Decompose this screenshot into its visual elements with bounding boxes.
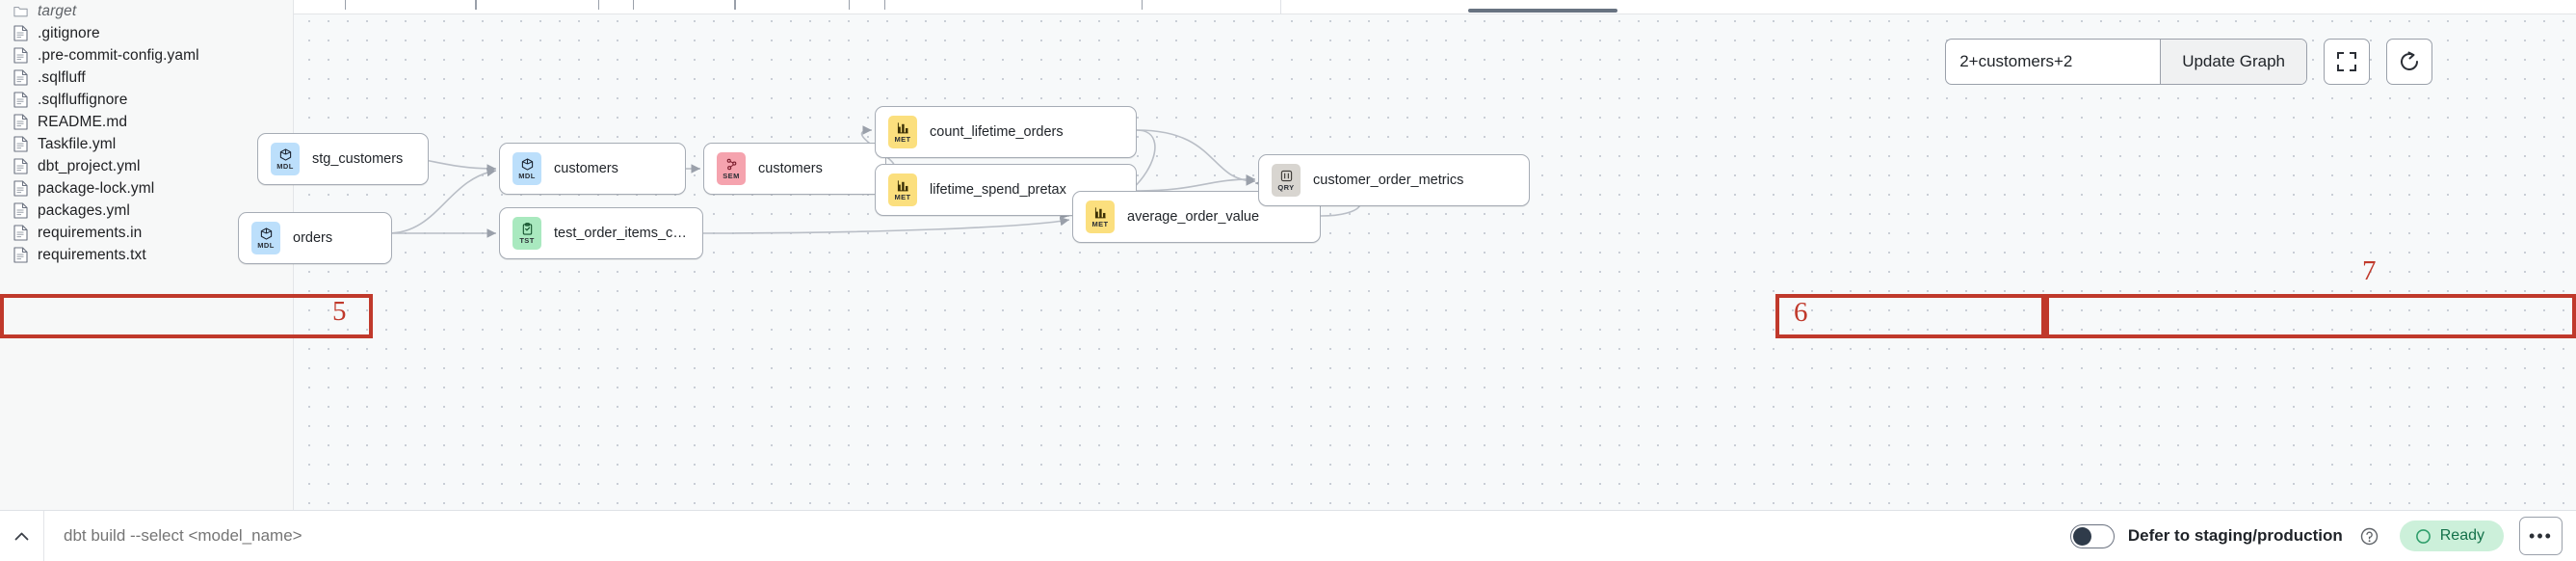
graph-toolbar: Update Graph (1945, 39, 2432, 85)
graph-node-label: lifetime_spend_pretax (930, 182, 1066, 198)
file-name: dbt_project.yml (38, 157, 141, 174)
file-name: .pre-commit-config.yaml (38, 46, 199, 64)
editor-tab[interactable] (884, 0, 1143, 10)
file-row[interactable]: requirements.txt (0, 244, 293, 266)
defer-toggle[interactable] (2069, 523, 2115, 548)
mdl-badge-icon: MDL (513, 152, 541, 185)
file-name: .sqlfluff (38, 68, 86, 86)
file-row[interactable]: requirements.in (0, 222, 293, 244)
command-bar-right: Defer to staging/production Ready ••• (2049, 517, 2576, 555)
met-badge-icon: MET (888, 174, 917, 206)
qry-badge-icon: QRY (1272, 164, 1301, 197)
graph-node-label: test_order_items_compute_to_bools... (554, 226, 690, 241)
file-icon (13, 158, 28, 174)
sem-badge-icon: SEM (717, 152, 746, 185)
file-icon (13, 136, 28, 152)
mdl-badge-icon: MDL (271, 143, 300, 175)
graph-node-label: orders (293, 230, 333, 246)
graph-node[interactable]: SEM customers (703, 143, 886, 195)
file-icon (13, 247, 28, 263)
graph-select-input[interactable] (1946, 40, 2161, 84)
file-icon (13, 114, 28, 130)
help-circle-icon[interactable] (2360, 527, 2379, 546)
file-name: package-lock.yml (38, 179, 155, 197)
graph-node-label: average_order_value (1127, 209, 1260, 225)
file-name: Taskfile.yml (38, 135, 117, 152)
file-name: requirements.txt (38, 246, 146, 263)
editor-tab[interactable] (345, 0, 476, 10)
editor-tab[interactable] (633, 0, 735, 10)
file-icon (13, 25, 28, 41)
file-row[interactable]: .sqlfluff (0, 67, 293, 89)
defer-toggle-group: Defer to staging/production (2049, 523, 2400, 548)
file-icon (13, 92, 28, 108)
status-circle-icon (2415, 528, 2431, 544)
file-row[interactable]: target (0, 0, 293, 22)
fullscreen-button[interactable] (2324, 39, 2370, 85)
defer-toggle-knob (2072, 526, 2091, 546)
graph-node[interactable]: MDL customers (499, 143, 686, 195)
expand-console-button[interactable] (0, 511, 44, 561)
file-name: requirements.in (38, 224, 143, 241)
status-label: Ready (2439, 527, 2484, 544)
graph-node-label: stg_customers (312, 151, 404, 167)
file-row[interactable]: dbt_project.yml (0, 155, 293, 177)
file-row[interactable]: Taskfile.yml (0, 133, 293, 155)
dbt-command-input[interactable] (44, 511, 2049, 561)
file-row[interactable]: .gitignore (0, 22, 293, 44)
file-row[interactable]: package-lock.yml (0, 177, 293, 200)
graph-node[interactable]: QRY customer_order_metrics (1258, 154, 1530, 206)
met-badge-icon: MET (888, 116, 917, 148)
file-icon (13, 47, 28, 64)
file-name: README.md (38, 113, 128, 130)
editor-tab[interactable] (735, 0, 850, 10)
status-badge[interactable]: Ready (2399, 521, 2504, 551)
file-name: .gitignore (38, 24, 100, 41)
file-row[interactable]: .sqlfluffignore (0, 89, 293, 111)
editor-tab[interactable] (476, 0, 599, 10)
file-icon (13, 225, 28, 241)
graph-node[interactable]: MDL orders (238, 212, 392, 264)
file-row[interactable]: packages.yml (0, 200, 293, 222)
update-graph-button[interactable]: Update Graph (2160, 40, 2306, 84)
graph-node[interactable]: TST test_order_items_compute_to_bools... (499, 207, 703, 259)
more-options-button[interactable]: ••• (2519, 517, 2563, 555)
defer-label: Defer to staging/production (2127, 526, 2343, 545)
folder-icon (13, 3, 28, 19)
file-row[interactable]: .pre-commit-config.yaml (0, 44, 293, 67)
graph-select-group: Update Graph (1945, 39, 2307, 85)
chevron-up-icon (14, 532, 29, 540)
graph-node-label: customers (554, 161, 618, 176)
file-name: target (38, 2, 77, 19)
fullscreen-icon (2337, 52, 2356, 71)
met-badge-icon: MET (1086, 200, 1115, 233)
graph-node[interactable]: MET count_lifetime_orders (875, 106, 1137, 158)
tst-badge-icon: TST (513, 217, 541, 250)
graph-node-label: customers (758, 161, 823, 176)
graph-node-label: customer_order_metrics (1313, 173, 1464, 188)
command-bar: Defer to staging/production Ready ••• (0, 510, 2576, 561)
file-name: .sqlfluffignore (38, 91, 128, 108)
file-icon (13, 180, 28, 197)
graph-node[interactable]: MDL stg_customers (257, 133, 429, 185)
file-icon (13, 202, 28, 219)
file-tree: target .gitignore .pre-commit-config.yaml.… (0, 0, 293, 266)
file-name: packages.yml (38, 201, 130, 219)
file-explorer-panel: target .gitignore .pre-commit-config.yaml.… (0, 0, 294, 561)
file-icon (13, 69, 28, 86)
editor-tab-strip (294, 0, 2576, 14)
file-row[interactable]: README.md (0, 111, 293, 133)
graph-node-label: count_lifetime_orders (930, 124, 1064, 140)
active-tab-indicator (1468, 9, 1617, 13)
refresh-icon (2401, 51, 2418, 70)
mdl-badge-icon: MDL (251, 222, 280, 254)
refresh-button[interactable] (2386, 39, 2432, 85)
